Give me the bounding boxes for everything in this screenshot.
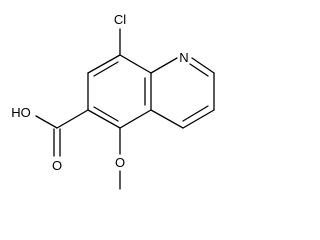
double-bond-c7-c8 bbox=[93, 61, 119, 77]
double-bond-c3-c4 bbox=[182, 105, 209, 122]
bond-c8-c8a bbox=[119, 54, 152, 74]
bond-c8a-n1 bbox=[150, 57, 178, 74]
bond-c5-c6 bbox=[87, 109, 121, 129]
carboxylic-acid-group: HO O bbox=[11, 105, 89, 173]
methoxy-oxygen-label: O bbox=[115, 155, 125, 170]
hydroxyl-label: HO bbox=[11, 105, 31, 120]
double-bond-c5-c6 bbox=[93, 106, 119, 122]
double-bond-n1-c2 bbox=[189, 63, 209, 77]
benzene-ring bbox=[87, 54, 152, 129]
bond-n1-c2 bbox=[191, 57, 215, 74]
carbonyl-oxygen-label: O bbox=[52, 158, 62, 173]
bond-c4a-c5 bbox=[119, 109, 152, 129]
bond-c7-c8 bbox=[87, 54, 121, 74]
bond-carboxyl-c-oh bbox=[35, 115, 58, 129]
chlorine-label: Cl bbox=[114, 12, 126, 27]
methoxy-group: O bbox=[115, 127, 125, 190]
bond-c6-carboxyl-c bbox=[56, 109, 89, 129]
molecule-structure: Cl N HO O O bbox=[11, 12, 215, 190]
bond-c4-c4a bbox=[150, 109, 184, 129]
bond-c3-c4 bbox=[182, 109, 215, 129]
pyridine-ring bbox=[150, 57, 215, 129]
nitrogen-label: N bbox=[179, 50, 188, 65]
